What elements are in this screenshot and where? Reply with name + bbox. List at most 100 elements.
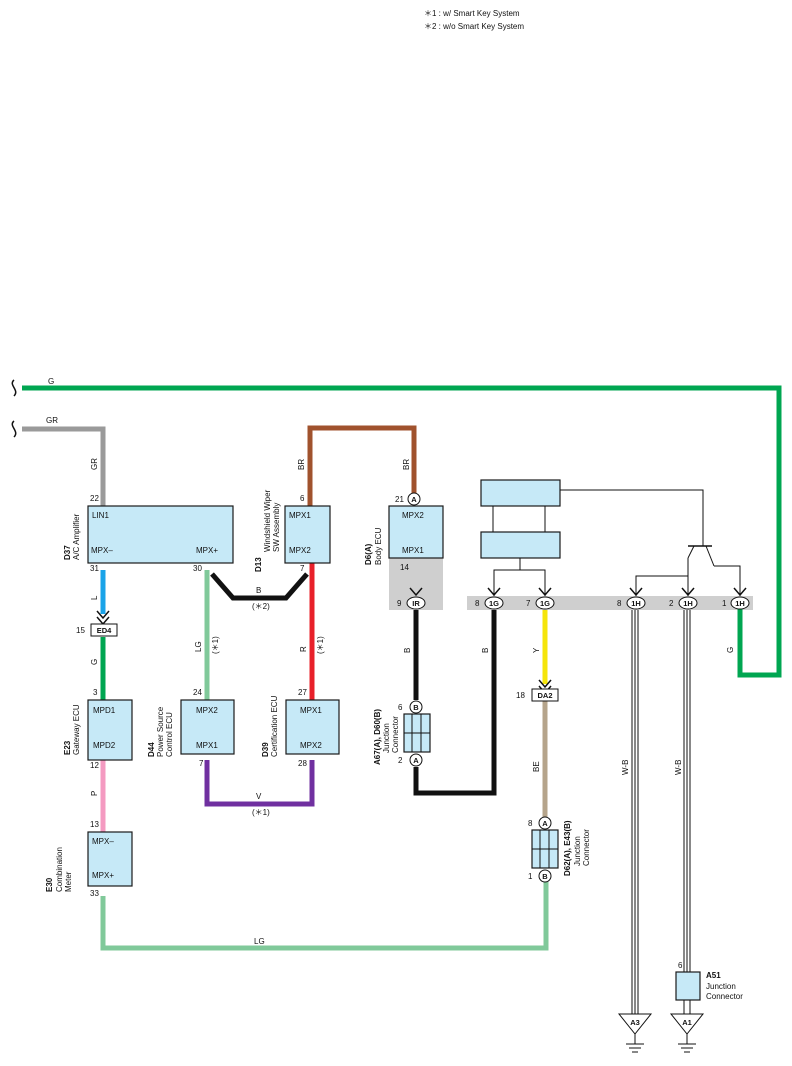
pin-mpx1: MPX1	[196, 741, 218, 750]
component-name: Junction	[706, 982, 736, 991]
component-name: Junction	[382, 723, 391, 753]
wire-label-g-right: G	[726, 647, 735, 653]
component-name: A/C Amplifier	[72, 513, 81, 560]
component-code: D37	[63, 545, 72, 560]
component-name-line2: Connector	[582, 829, 591, 866]
wire-label-wb1: W-B	[621, 760, 630, 775]
connector-label: A	[542, 819, 548, 828]
ground-a1-label: A1	[682, 1018, 692, 1027]
wire-label-b-d13: B	[256, 586, 261, 595]
component-name: Windshield Wiper	[263, 489, 272, 552]
break-mark-gr	[11, 420, 17, 438]
pin-mpx-minus: MPX–	[92, 837, 114, 846]
junction-connector-a51: 6 A51 Junction Connector	[675, 961, 743, 1001]
pin-number: 1	[528, 872, 533, 881]
pin-number: 33	[90, 889, 99, 898]
wire-note-v: (＊1)	[252, 808, 270, 817]
component-code: D6(A)	[364, 543, 373, 565]
connector-1h-c: 1H 1	[722, 587, 750, 610]
connector-1g-a: 1G 8	[475, 587, 504, 610]
wire-label-r: R	[299, 646, 308, 652]
pin-number: 14	[400, 563, 409, 572]
component-name: Junction	[573, 836, 582, 866]
wire-label-b-left: B	[403, 648, 412, 653]
wire-wb-a3	[631, 610, 639, 1014]
connector-label: B	[542, 872, 548, 881]
component-code: D62(A), E43(B)	[563, 820, 572, 876]
connector-label: A	[411, 495, 417, 504]
connector-ed4: ED4 15	[76, 610, 118, 637]
pin-number: 1	[722, 599, 727, 608]
ground-a3: A3	[617, 1013, 653, 1053]
note-smart-key: ＊1 : w/ Smart Key System	[424, 9, 520, 18]
connector-ir: IR 9	[397, 587, 426, 610]
wire-g-top	[22, 385, 782, 678]
bean-if-block	[480, 531, 561, 559]
wire-label-y: Y	[532, 647, 541, 653]
pin-number: 30	[193, 564, 202, 573]
pin-mpx2: MPX2	[402, 511, 424, 520]
pin-number: 7	[526, 599, 531, 608]
component-name: Body ECU	[374, 527, 383, 565]
combination-meter: MPX– MPX+ 13 33 E30 Combination Meter	[45, 820, 133, 898]
pin-number: 22	[90, 494, 99, 503]
connector-label: B	[413, 703, 419, 712]
connector-1h-b: 1H 2	[669, 587, 698, 610]
pin-number: 13	[90, 820, 99, 829]
pin-number: 24	[193, 688, 202, 697]
junction-bar	[467, 596, 753, 610]
wire-label-l: L	[90, 595, 99, 600]
pin-mpx1: MPX1	[300, 706, 322, 715]
wire-wb-a1	[683, 610, 691, 1014]
component-name-line2: Connector	[391, 716, 400, 753]
component-code: D13	[254, 557, 263, 572]
gateway-ecu: MPD1 MPD2 3 12 E23 Gateway ECU	[63, 688, 133, 770]
pin-number: 27	[298, 688, 307, 697]
wire-label-wb2: W-B	[674, 760, 683, 775]
wire-b-right	[413, 610, 497, 796]
note-no-smart-key: ＊2 : w/o Smart Key System	[424, 22, 524, 31]
component-name: Certification ECU	[270, 695, 279, 757]
connector-1g-b-label: 1G	[540, 599, 550, 608]
ground-a3-label: A3	[630, 1018, 640, 1027]
connector-da2: DA2 18	[516, 679, 559, 702]
wire-label-g-left: G	[90, 659, 99, 665]
pin-mpx2: MPX2	[289, 546, 311, 555]
pin-number: 8	[528, 819, 533, 828]
micon-transistor-line	[560, 489, 741, 596]
component-code: E23	[63, 740, 72, 755]
ac-amplifier: LIN1 MPX– MPX+ 22 31 30 D37 A/C Amplifie…	[63, 494, 234, 573]
wire-label-be: BE	[532, 761, 541, 772]
wire-label-p: P	[90, 791, 99, 796]
wire-note-r: (＊1)	[316, 636, 325, 654]
connector-1h-a: 1H 8	[617, 587, 646, 610]
micon-block	[480, 479, 561, 507]
wire-label-v: V	[256, 792, 262, 801]
component-code: D39	[261, 742, 270, 757]
wire-gr	[22, 426, 106, 506]
wire-label-lg-mid: LG	[194, 641, 203, 652]
pin-number: 6	[300, 494, 305, 503]
pin-lin1: LIN1	[92, 511, 109, 520]
wire-label-gr-top: GR	[46, 416, 58, 425]
component-name: Combination	[55, 847, 64, 892]
pin-number: 15	[76, 626, 85, 635]
pin-number: 8	[617, 599, 622, 608]
pin-number: 28	[298, 759, 307, 768]
connector-1h-c-label: 1H	[735, 599, 745, 608]
power-source-control-ecu: MPX2 MPX1 24 7 D44 Power Source Control …	[147, 688, 235, 768]
connector-label: A	[413, 756, 419, 765]
pin-mpx-minus: MPX–	[91, 546, 113, 555]
wire-note-lg-mid: (＊1)	[211, 636, 220, 654]
component-code: A51	[706, 971, 721, 980]
pin-number: 7	[199, 759, 204, 768]
pin-number: 6	[398, 703, 403, 712]
component-name-line2: Connector	[706, 992, 743, 1001]
wire-lg-bottom	[100, 882, 549, 951]
wire-label-lg-bottom: LG	[254, 937, 265, 946]
wire-label-br-right: BR	[402, 459, 411, 470]
connector-1g-a-label: 1G	[489, 599, 499, 608]
body-ecu: MPX2 MPX1 21 14 A D6(A) Body ECU	[364, 492, 444, 572]
ground-a1: A1	[669, 1013, 705, 1053]
wire-label-b-right: B	[481, 648, 490, 653]
